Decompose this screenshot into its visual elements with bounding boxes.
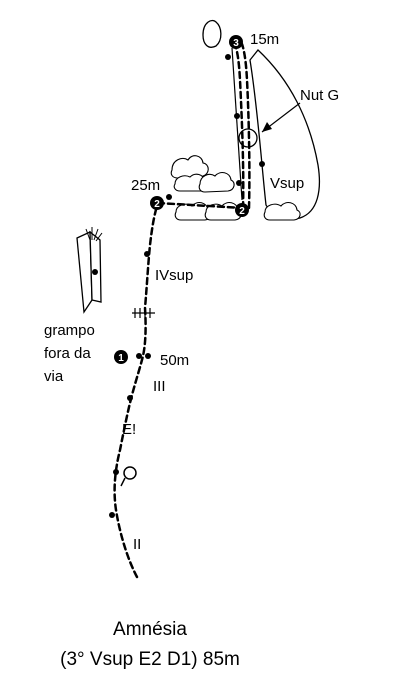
bolt	[145, 353, 151, 359]
bolt	[166, 194, 172, 200]
grass-tuft	[85, 227, 103, 242]
label-off-route-1: grampo	[44, 322, 95, 339]
piton-stem	[120, 477, 126, 487]
label-off-route-3: via	[44, 368, 64, 385]
route-line	[113, 201, 160, 579]
rock-pillar-outline	[249, 49, 321, 220]
bolt	[234, 113, 240, 119]
bolt	[92, 269, 98, 275]
nut-arrow-head	[262, 122, 272, 132]
belay-number: 3	[233, 38, 239, 49]
bush-upper-left	[170, 155, 209, 192]
bush-pillar-base	[263, 201, 301, 221]
bolt	[236, 180, 242, 186]
belay-number: 1	[118, 353, 124, 364]
label-grade-vsup: Vsup	[270, 175, 304, 192]
off-route-pillar-right	[89, 230, 102, 303]
label-nut: Nut G	[300, 87, 339, 104]
crack-route-line	[233, 42, 245, 210]
belay-number: 2	[239, 206, 245, 217]
piton-ring	[123, 466, 137, 480]
bolt	[144, 251, 150, 257]
belay-station-2-right: 2	[235, 203, 249, 217]
label-grade-ivsup: IVsup	[155, 267, 193, 284]
belay-anchor-hash	[132, 308, 155, 318]
bolt	[225, 54, 231, 60]
bolt	[127, 395, 133, 401]
route-title: Amnésia	[113, 619, 187, 640]
label-exposure: E!	[122, 421, 136, 438]
label-low-length: 50m	[160, 352, 189, 369]
crack-route-line-2	[240, 42, 251, 210]
bush-upper-right	[198, 171, 235, 193]
belay-number: 2	[154, 199, 160, 210]
bolt	[109, 512, 115, 518]
label-top-length: 15m	[250, 31, 279, 48]
belay-station-1: 1	[114, 350, 128, 364]
belay-station-3: 3	[229, 35, 243, 49]
bolt	[113, 469, 119, 475]
crack-edge-line	[231, 47, 243, 201]
belay-station-2-left: 2	[150, 196, 164, 210]
label-off-route-2: fora da	[44, 345, 91, 362]
label-grade-ii: II	[133, 536, 141, 553]
label-mid-length: 25m	[131, 177, 160, 194]
traverse-line	[156, 201, 245, 210]
top-boulder	[202, 19, 222, 48]
label-grade-iii: III	[153, 378, 166, 395]
route-grade-summary: (3° Vsup E2 D1) 85m	[60, 649, 240, 670]
bolts	[92, 54, 265, 518]
bolt	[259, 161, 265, 167]
bolt	[136, 353, 142, 359]
